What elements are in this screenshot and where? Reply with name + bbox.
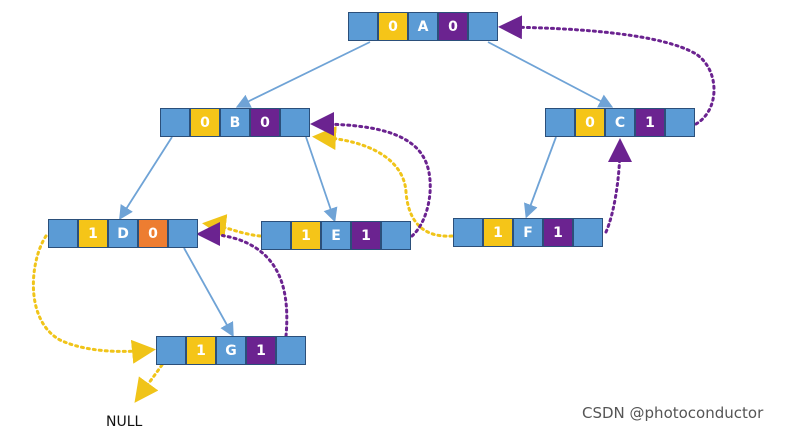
node-d-lchild-cell <box>48 219 78 248</box>
node-c-rtag-cell: 1 <box>635 108 665 137</box>
watermark: CSDN @photoconductor <box>582 404 764 422</box>
node-g-lchild-cell <box>156 336 186 365</box>
node-e-lchild-cell <box>261 221 291 250</box>
node-f-rtag-cell: 1 <box>543 218 573 247</box>
node-b-lchild-cell <box>160 108 190 137</box>
thread-f-to-b <box>312 126 454 238</box>
node-d: 1 D 0 <box>48 219 198 248</box>
edge-a-b <box>235 41 371 108</box>
node-c-rchild-cell <box>665 108 695 137</box>
node-b-data-cell: B <box>220 108 250 137</box>
node-f-lchild-cell <box>453 218 483 247</box>
node-b: 0 B 0 <box>160 108 310 137</box>
node-e: 1 E 1 <box>261 221 411 250</box>
edge-b-d <box>119 136 173 221</box>
node-d-rchild-cell <box>168 219 198 248</box>
node-b-rchild-cell <box>280 108 310 137</box>
thread-c-to-a <box>498 15 716 126</box>
node-c-lchild-cell <box>545 108 575 137</box>
node-b-rtag-cell: 0 <box>250 108 280 137</box>
node-e-ltag-cell: 1 <box>291 221 321 250</box>
node-c: 0 C 1 <box>545 108 695 137</box>
thread-f-to-c <box>604 138 632 234</box>
node-c-ltag-cell: 0 <box>575 108 605 137</box>
node-g-ltag-cell: 1 <box>186 336 216 365</box>
thread-g-to-d <box>196 222 289 338</box>
thread-d-to-null <box>32 234 156 364</box>
node-b-ltag-cell: 0 <box>190 108 220 137</box>
node-g-rchild-cell <box>276 336 306 365</box>
node-e-rtag-cell: 1 <box>351 221 381 250</box>
node-e-data-cell: E <box>321 221 351 250</box>
node-a-data-cell: A <box>408 12 438 41</box>
node-g: 1 G 1 <box>156 336 306 365</box>
node-f-data-cell: F <box>513 218 543 247</box>
null-label: NULL <box>106 414 143 430</box>
node-a-lchild-cell <box>348 12 378 41</box>
node-d-rtag-cell: 0 <box>138 219 168 248</box>
node-g-rtag-cell: 1 <box>246 336 276 365</box>
thread-g-to-null <box>134 363 164 403</box>
node-f: 1 F 1 <box>453 218 603 247</box>
node-f-ltag-cell: 1 <box>483 218 513 247</box>
node-d-data-cell: D <box>108 219 138 248</box>
node-c-data-cell: C <box>605 108 635 137</box>
node-d-ltag-cell: 1 <box>78 219 108 248</box>
node-e-rchild-cell <box>381 221 411 250</box>
node-a-rtag-cell: 0 <box>438 12 468 41</box>
node-a: 0 A 0 <box>348 12 498 41</box>
thread-e-to-b <box>310 112 432 238</box>
node-f-rchild-cell <box>573 218 603 247</box>
node-g-data-cell: G <box>216 336 246 365</box>
edge-b-e <box>305 136 338 223</box>
node-a-rchild-cell <box>468 12 498 41</box>
edge-d-g <box>183 247 234 338</box>
node-a-ltag-cell: 0 <box>378 12 408 41</box>
edge-a-c <box>487 41 614 108</box>
edge-c-f <box>524 136 557 219</box>
